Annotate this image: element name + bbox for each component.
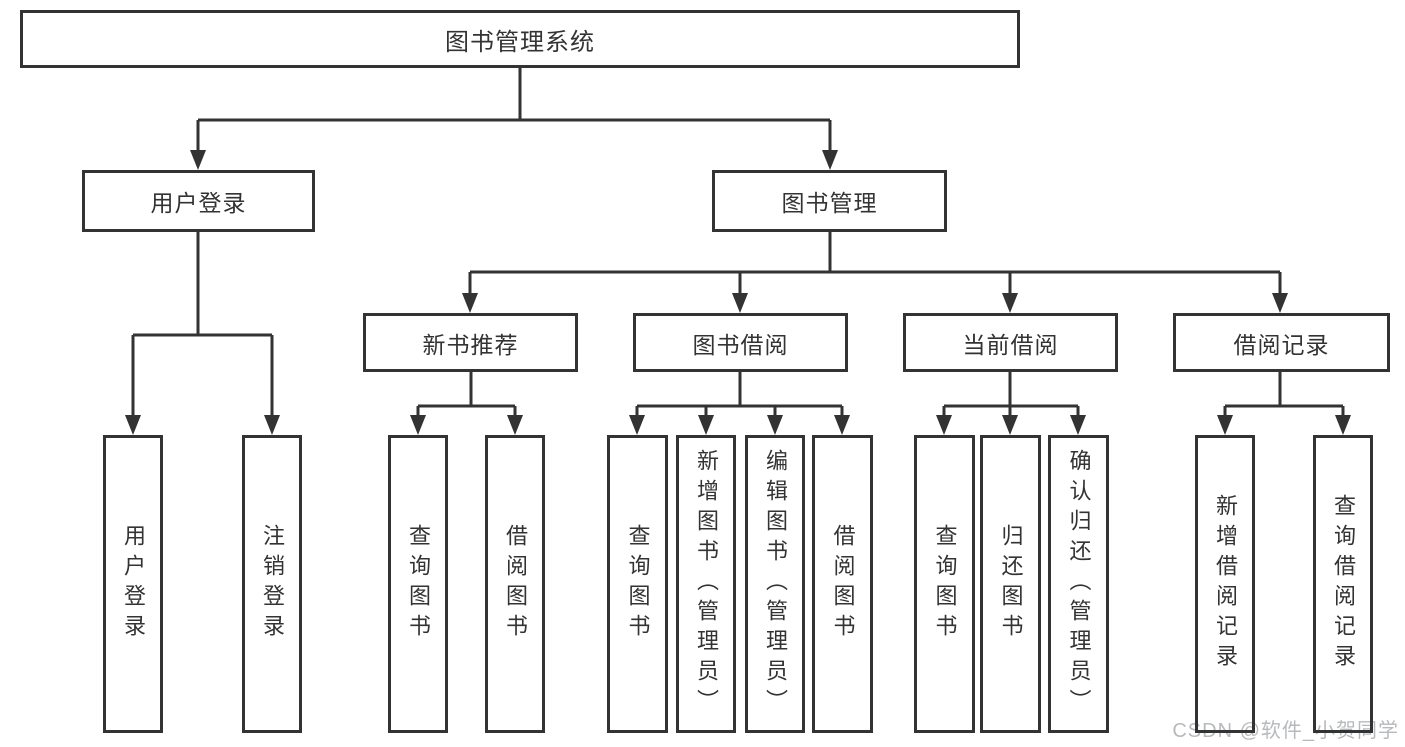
node-book-borrowing: 图书借阅 (633, 313, 848, 372)
leaf-borrow-books-borrowing: 借阅图书 (812, 435, 873, 733)
leaf-query-books-recommend: 查询图书 (388, 435, 448, 733)
arrow-down-icon (767, 415, 783, 435)
arrow-down-icon (1002, 415, 1018, 435)
node-borrowing-records: 借阅记录 (1173, 313, 1390, 372)
leaf-logout: 注销登录 (242, 435, 302, 733)
arrow-down-icon (629, 415, 645, 435)
arrow-down-icon (1070, 415, 1086, 435)
connector-stems (131, 68, 1345, 417)
arrow-down-icon (1335, 415, 1351, 435)
node-book-management: 图书管理 (712, 170, 947, 232)
arrow-down-icon (1217, 415, 1233, 435)
node-library-management-system: 图书管理系统 (20, 10, 1020, 68)
arrow-down-icon (507, 415, 523, 435)
leaf-query-books-current: 查询图书 (914, 435, 975, 733)
node-new-book-recommendation: 新书推荐 (363, 313, 578, 372)
leaf-query-books-borrowing: 查询图书 (607, 435, 668, 733)
leaf-query-borrow-record: 查询借阅记录 (1313, 435, 1373, 733)
watermark-text: CSDN @软件_小贺同学 (1172, 720, 1399, 742)
arrowheads (125, 150, 1351, 435)
leaf-add-borrow-record: 新增借阅记录 (1195, 435, 1255, 733)
node-user-login: 用户登录 (82, 170, 315, 232)
arrow-down-icon (190, 150, 206, 170)
node-current-borrowing: 当前借阅 (903, 313, 1118, 372)
arrow-down-icon (1272, 293, 1288, 313)
arrow-down-icon (264, 415, 280, 435)
leaf-confirm-return-admin: 确认归还（管理员） (1048, 435, 1109, 733)
arrow-down-icon (834, 415, 850, 435)
leaf-user-login: 用户登录 (103, 435, 163, 733)
arrow-down-icon (732, 293, 748, 313)
arrow-down-icon (462, 293, 478, 313)
arrow-down-icon (410, 415, 426, 435)
leaf-add-books-admin: 新增图书（管理员） (676, 435, 736, 733)
arrow-down-icon (698, 415, 714, 435)
leaf-borrow-books-recommend: 借阅图书 (485, 435, 545, 733)
leaf-return-books: 归还图书 (980, 435, 1041, 733)
arrow-down-icon (822, 150, 838, 170)
arrow-down-icon (936, 415, 952, 435)
arrow-down-icon (125, 415, 141, 435)
leaf-edit-books-admin: 编辑图书（管理员） (745, 435, 805, 733)
arrow-down-icon (1002, 293, 1018, 313)
